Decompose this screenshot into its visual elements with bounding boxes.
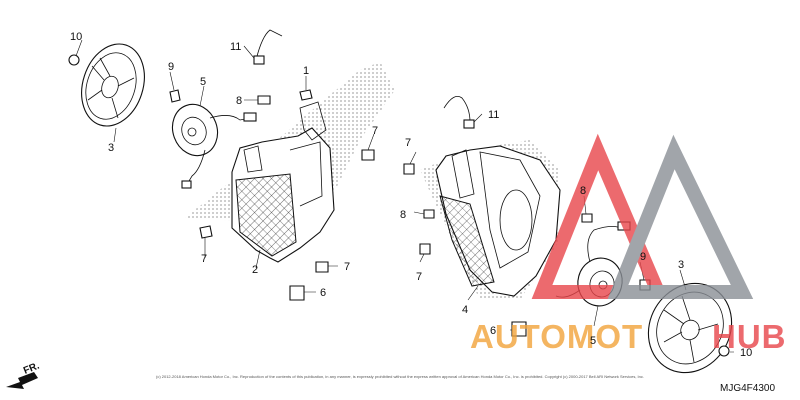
left-bolt-7c [315,261,329,273]
left-fan [81,43,145,127]
left-shroud [231,101,335,263]
callout-9-left: 9 [168,61,174,73]
watermark: AUTOMOT HUB [470,133,787,355]
callout-11-right: 11 [488,109,499,121]
watermark-logo-triangle-2 [607,134,754,299]
callout-6-right: 6 [490,325,496,337]
left-bolt-9 [169,89,181,103]
callout-1-left: 1 [303,65,309,77]
right-assembly [403,95,734,374]
watermark-text-orange: AUTOMOT [470,318,643,355]
front-direction-arrow: FR. [6,360,41,389]
callout-3-left: 3 [108,142,114,154]
right-nut-10 [718,345,730,357]
callout-10-left: 10 [70,31,82,43]
callout-7b-right: 7 [416,271,422,283]
arrow-icon [6,372,38,389]
callout-5-right: 5 [590,335,596,347]
right-bolt-7b [419,243,431,255]
left-bolt-8 [257,95,271,105]
callout-7a-left: 7 [372,125,378,137]
callouts: 10 9 5 3 11 8 1 7 7 2 7 6 11 7 8 7 4 8 9… [70,31,752,359]
callout-8b-right: 8 [580,185,586,197]
callout-3-right: 3 [678,259,684,271]
right-bolt-8a [423,209,435,219]
callout-4-right: 4 [462,304,468,316]
left-bolt-7b [199,225,213,239]
drawing-code: MJG4F4300 [720,383,775,394]
callout-7c-left: 7 [344,261,350,273]
watermark-logo-triangle [531,133,669,299]
callout-6-left: 6 [320,287,326,299]
left-clip-1 [299,89,313,101]
front-label: FR. [22,360,41,376]
callout-7b-left: 7 [201,253,207,265]
left-harness-11 [255,29,283,61]
left-bolt-7a [361,149,375,161]
right-bolt-7a [403,163,415,175]
callout-7a-right: 7 [405,137,411,149]
callout-9-right: 9 [640,251,646,263]
callout-8-left: 8 [236,95,242,107]
watermark-text-red: HUB [712,318,787,355]
callout-2-left: 2 [252,264,258,276]
callout-11-left: 11 [230,41,241,53]
callout-10-right: 10 [740,347,752,359]
right-grommet-6 [511,321,527,337]
callout-8a-right: 8 [400,209,406,221]
left-nut-10 [68,54,80,66]
copyright-notice: (c) 2012-2018 American Honda Motor Co., … [156,374,644,379]
right-shroud [435,145,561,297]
callout-5-left: 5 [200,76,206,88]
right-bolt-8b [581,213,593,223]
left-motor [171,103,257,189]
right-harness-11 [443,95,471,123]
left-grommet-6 [289,285,305,301]
left-assembly [68,29,395,301]
